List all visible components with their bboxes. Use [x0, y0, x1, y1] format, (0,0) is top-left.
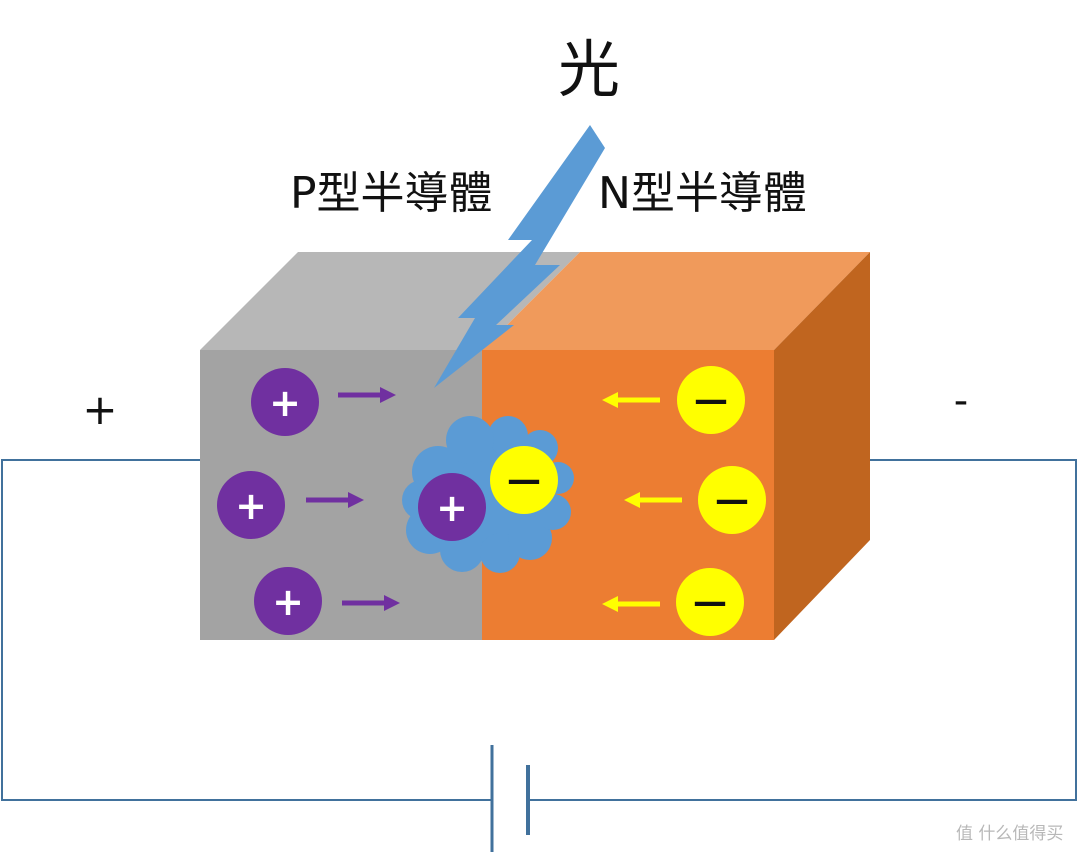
electron-drift-arrow — [602, 596, 660, 612]
electron-drift-arrow — [602, 392, 660, 408]
svg-text:—: — — [693, 582, 727, 622]
electron: — — [677, 366, 745, 434]
svg-text:—: — — [507, 460, 541, 500]
electron-drift-arrow — [624, 492, 682, 508]
svg-text:+: + — [436, 486, 468, 530]
left-wire — [1, 459, 492, 801]
hole: + — [251, 368, 319, 436]
n-type-label: N型半導體 — [598, 168, 807, 219]
n-type-top-face — [482, 252, 870, 350]
hole-drift-arrow — [338, 387, 396, 403]
electron: — — [676, 568, 744, 636]
right-wire — [528, 459, 1077, 801]
hole: + — [254, 567, 322, 635]
svg-text:+: + — [235, 484, 267, 528]
light-label: 光 — [558, 33, 620, 106]
hole-drift-arrow — [342, 595, 400, 611]
svg-text:—: — — [715, 480, 749, 520]
positive-terminal-label: + — [82, 385, 117, 434]
svg-text:+: + — [272, 580, 304, 624]
battery — [490, 745, 530, 852]
negative-terminal-label: - — [954, 378, 968, 424]
hole-generated: + — [418, 473, 486, 541]
n-type-side-face — [774, 252, 870, 640]
light-bolt — [434, 125, 605, 388]
svg-text:+: + — [269, 381, 301, 425]
electron: — — [698, 466, 766, 534]
hole-drift-arrow — [306, 492, 364, 508]
svg-text:—: — — [694, 380, 728, 420]
p-type-label: P型半導體 — [290, 168, 493, 219]
watermark: 值 什么值得买 — [956, 824, 1063, 844]
electron-generated: — — [490, 446, 558, 514]
hole: + — [217, 471, 285, 539]
circuit-wire — [1, 459, 1077, 801]
watermark-text: 值 什么值得买 — [956, 824, 1063, 844]
